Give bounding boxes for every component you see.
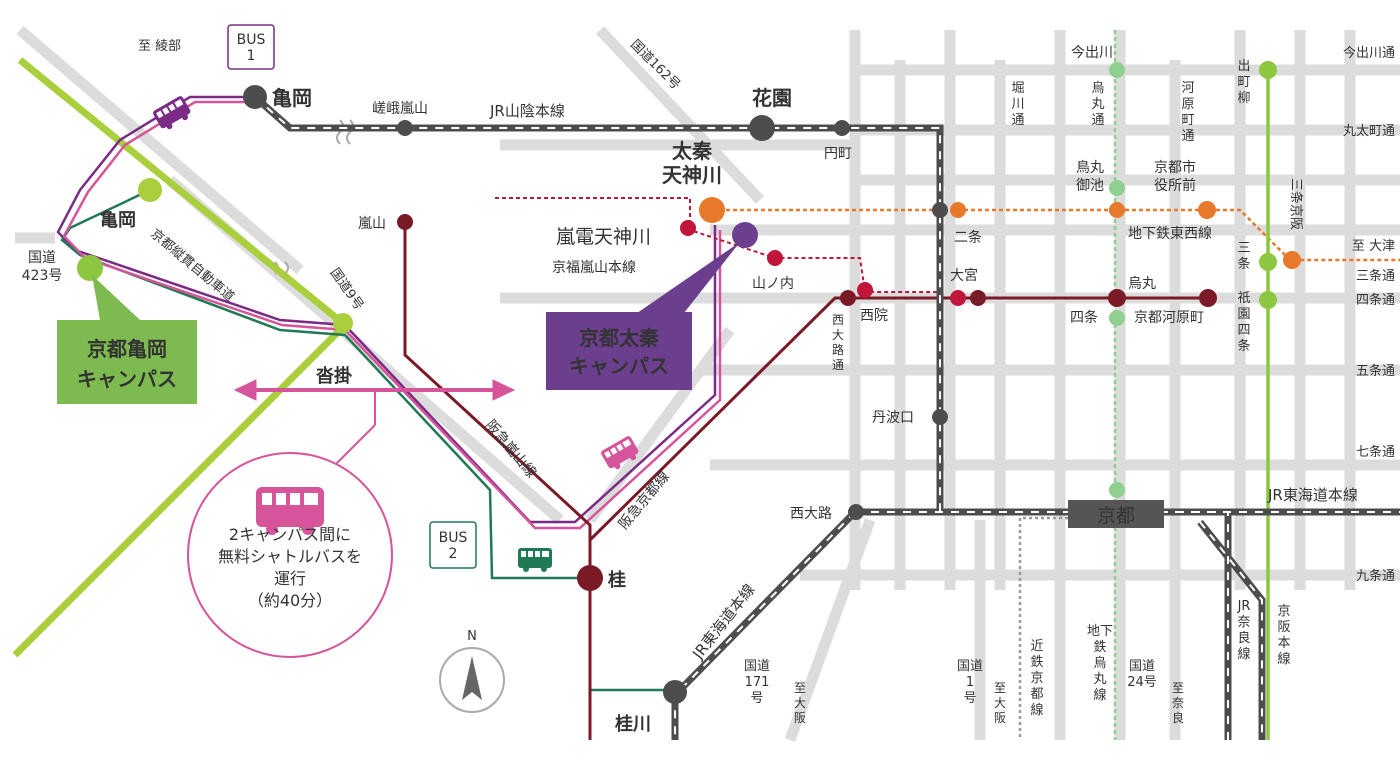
dest-ayabe: 至 綾部: [138, 38, 181, 54]
station-kameoka-jr: 亀岡: [272, 86, 312, 110]
station-gion-shijo: 祇園四条: [1237, 291, 1250, 354]
road-karasuma: 烏丸通: [1091, 80, 1104, 128]
station-tambaguchi: 丹波口: [872, 410, 914, 426]
line-kintetsu: 近鉄京都線: [1030, 639, 1043, 718]
road-shijo: 四条通: [1356, 292, 1395, 308]
shuttle-route: [62, 100, 722, 530]
line-jr-sanin: JR山陰本線: [489, 102, 565, 120]
uzumasa-campus-label: 京都太秦キャンパス: [569, 326, 669, 378]
expressway-line: [12, 57, 348, 658]
station-demachiyanagi: 出町柳: [1237, 59, 1250, 106]
station-omiya: 大宮: [950, 268, 978, 284]
uzumasa-campus-box: [546, 312, 692, 390]
station-uzumasa-tenjingawa: 太秦天神川: [662, 139, 722, 187]
station-shiyakusho-mae: 京都市役所前: [1154, 159, 1196, 194]
station-yamanouchi: 山ノ内: [752, 276, 794, 292]
station-nijo: 二条: [954, 229, 982, 246]
line-keifuku: 京福嵐山本線: [552, 260, 636, 276]
dest-otsu: 至 大津: [1352, 239, 1395, 254]
station-saga-arashiyama: 嵯峨嵐山: [372, 101, 428, 117]
station-shijo: 四条: [1070, 309, 1098, 326]
road-break-marks: [274, 119, 354, 275]
line-tozai: 地下鉄東西線: [1128, 226, 1212, 242]
road-network: [15, 25, 1400, 742]
kameoka-campus-pointer: [92, 275, 140, 320]
station-imadegawa: 今出川: [1071, 45, 1113, 61]
station-emmachi: 円町: [824, 146, 852, 162]
line-jr-tokaido-east: JR東海道本線: [1267, 486, 1358, 504]
dest-osaka2: 至大阪: [994, 681, 1006, 725]
dest-nara: 至奈良: [1172, 681, 1184, 725]
bus1-badge: [227, 24, 275, 70]
station-nishioji: 西大路: [790, 506, 832, 522]
kameoka-campus-label: 京都亀岡キャンパス: [77, 337, 177, 391]
road-sanjo: 三条通: [1356, 268, 1395, 284]
station-hanazono: 花園: [752, 86, 792, 110]
station-karasuma: 烏丸: [1128, 275, 1156, 292]
road-gojo: 五条通: [1356, 363, 1395, 379]
station-sanjo-keihan: 三条京阪: [1288, 178, 1304, 230]
shuttle-text: 2キャンパス間に無料シャトルバスを運行（約40分）: [218, 525, 362, 610]
station-randen-tenjingawa: 嵐電天神川: [556, 226, 651, 248]
road-shichijo: 七条通: [1356, 444, 1395, 460]
station-kyoto: 京都: [1097, 505, 1135, 527]
road-marutamachi: 丸太町通: [1343, 124, 1395, 139]
station-katsuragawa: 桂川: [614, 713, 651, 735]
road-kawaramachi: 河原町通: [1181, 81, 1194, 144]
north-arrow-icon: N: [439, 629, 505, 713]
hankyu-lines: [403, 222, 1208, 740]
bus2-badge: [429, 521, 477, 569]
kintetsu-line: [1018, 516, 1080, 740]
kyoto-station-box: [1068, 500, 1164, 528]
station-arashiyama: 嵐山: [358, 216, 386, 232]
dest-osaka1: 至大阪: [794, 681, 806, 725]
shuttle-range-arrow: [233, 379, 516, 471]
station-katsura: 桂: [607, 569, 626, 591]
svg-text:N: N: [467, 629, 477, 644]
road-horikawa: 堀川通: [1011, 81, 1024, 128]
station-saiin: 西院: [860, 308, 888, 324]
station-karasuma-oike: 鳥丸御池: [1076, 160, 1104, 194]
station-markers: [77, 61, 1301, 704]
road-r9: 国道9号: [327, 266, 366, 313]
ic-kameoka: 亀岡: [100, 209, 136, 231]
bus-icon: [152, 95, 194, 133]
road-imadegawa: 今出川通: [1343, 45, 1395, 61]
tozai-line: [712, 208, 1400, 262]
bus1-route: [56, 95, 717, 524]
station-sanjo: 三条: [1237, 241, 1250, 272]
kameoka-campus-box: [57, 320, 197, 404]
shuttle-info-circle: [187, 452, 393, 658]
uzumasa-campus-pointer: [630, 242, 740, 318]
line-karasuma: 地下鉄烏丸線: [1087, 624, 1113, 703]
station-kyoto-kawaramachi: 京都河原町: [1134, 310, 1204, 326]
bus-icon: [518, 548, 552, 572]
road-kujo: 九条通: [1356, 568, 1395, 584]
road-nishioji: 西大路通: [832, 313, 844, 372]
line-keihan: 京阪本線: [1277, 604, 1290, 667]
ic-kutsukake: 沓掛: [315, 365, 353, 387]
